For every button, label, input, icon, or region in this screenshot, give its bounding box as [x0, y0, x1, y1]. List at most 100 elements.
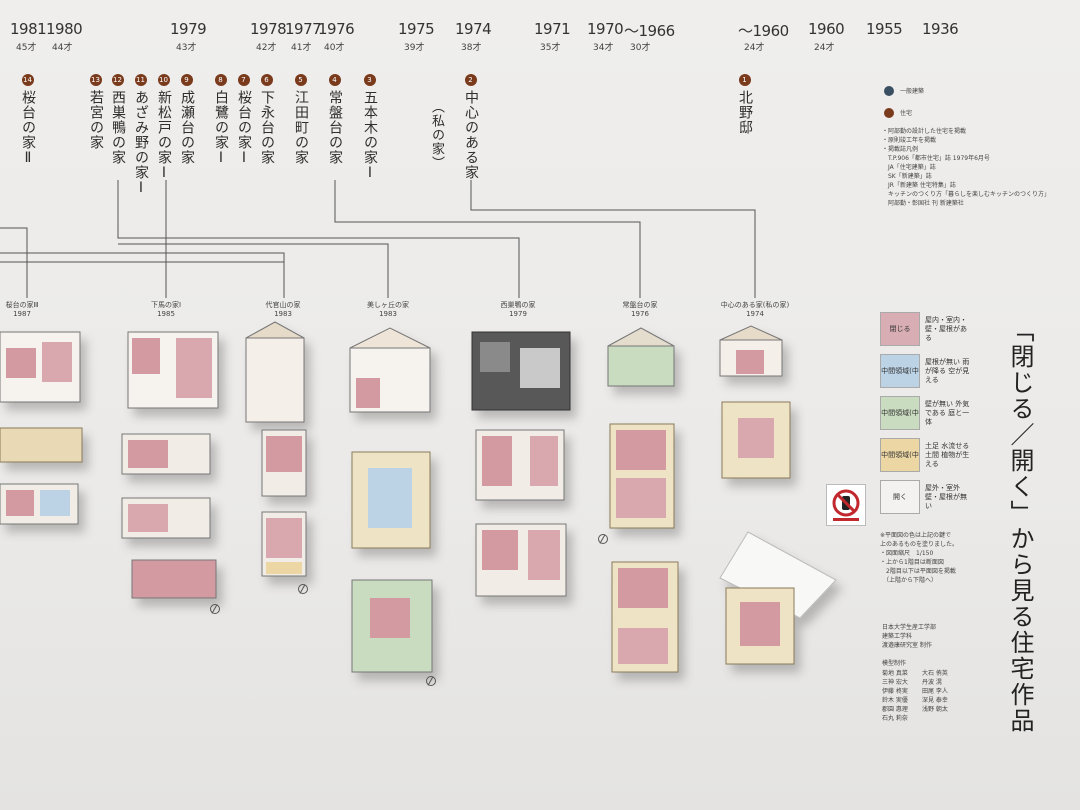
work-title: 下永台の家 — [259, 90, 275, 165]
work-entry: 8 白鷺の家Ⅰ — [213, 74, 229, 167]
work-number-badge: 4 — [328, 74, 341, 86]
house-label-name: 代官山の家 — [265, 301, 301, 309]
member-name: 郡園 惠理 — [882, 706, 908, 713]
work-title: 西巣鴨の家 — [110, 90, 126, 165]
timeline-year: 1980 — [46, 20, 83, 38]
credit-line: 渡邉康研究室 制作 — [882, 642, 932, 649]
credit-line: 日本大学生産工学部 — [882, 624, 937, 631]
house-models — [0, 321, 837, 673]
house-label-year: 1976 — [631, 310, 649, 318]
work-number-badge: 12 — [111, 74, 124, 86]
timeline-year: 1977 — [285, 20, 322, 38]
work-number-badge: 10 — [157, 74, 170, 86]
north-arrow-icon — [298, 584, 308, 594]
work-title: 新松戸の家Ⅰ — [156, 90, 172, 182]
legend-text: 土足 水流せる土間 植物が生える — [925, 442, 970, 468]
work-entry: 2 中心のある家 — [463, 74, 479, 180]
timeline-age: 42才 — [256, 43, 277, 53]
legend-top-label: 一般建築 — [900, 88, 925, 95]
member-name: 浅野 朝太 — [922, 706, 948, 713]
credits-sub: 模型制作 — [882, 660, 907, 667]
timeline-age: 38才 — [461, 43, 482, 53]
work-title: あざみ野の家Ⅰ — [133, 90, 149, 197]
work-title: 五本木の家Ⅰ — [362, 90, 378, 182]
timeline-age: 34才 — [593, 43, 614, 53]
timeline-year: 1971 — [534, 20, 571, 38]
work-entry: 3 五本木の家Ⅰ — [362, 74, 378, 182]
work-title: 桜台の家Ⅰ — [236, 90, 252, 167]
member-name: 石丸 莉奈 — [882, 715, 908, 722]
note-line: ・阿部勤の設計した住宅を掲載 — [882, 128, 967, 135]
legend-text: 屋根が無い 雨が降る 空が見える — [925, 358, 970, 384]
work-entry: 12 西巣鴨の家 — [110, 74, 126, 165]
note-line: JR「新建築 住宅特集」誌 — [882, 182, 956, 189]
timeline-year: 1974 — [455, 20, 492, 38]
timeline-age: 24才 — [814, 43, 835, 53]
work-title: 常盤台の家 — [327, 90, 343, 165]
timeline-year: 1970 — [587, 20, 624, 38]
work-entry: 10 新松戸の家Ⅰ — [156, 74, 172, 182]
timeline-age: 40才 — [324, 43, 345, 53]
house-label-year: 1983 — [379, 310, 397, 318]
timeline-year: 1979 — [170, 20, 207, 38]
timeline-year: 1960 — [808, 20, 845, 38]
timeline-year: 1975 — [398, 20, 435, 38]
house-label-name: 常盤台の家 — [622, 301, 658, 309]
legend-text: 屋内・室内・壁・屋根がある — [925, 316, 967, 342]
house-label-year: 1979 — [509, 310, 527, 318]
timeline-age: 45才 — [16, 43, 37, 53]
credit-line: 建築工学科 — [882, 633, 913, 640]
work-number-badge: 3 — [363, 74, 376, 86]
timeline-age: 35才 — [540, 43, 561, 53]
member-name: 田尾 李人 — [922, 688, 948, 695]
work-number-badge: 8 — [214, 74, 227, 86]
note-line: 上のあるものを塗りました。 — [880, 541, 959, 548]
member-name: 深見 泰幸 — [922, 697, 948, 704]
legend-text: 壁が無い 外気である 庭と一体 — [925, 400, 970, 426]
legend-dot-icon — [884, 86, 894, 96]
timeline-year: 1936 — [922, 20, 959, 38]
legend-dot-icon — [884, 108, 894, 118]
work-title: 江田町の家 — [293, 90, 309, 165]
work-number-badge: 2 — [464, 74, 477, 86]
work-title: 白鷺の家Ⅰ — [213, 90, 229, 167]
work-number-badge: 6 — [260, 74, 273, 86]
timeline-year: 1976 — [318, 20, 355, 38]
timeline-age: 41才 — [291, 43, 312, 53]
note-line: ・上から1階目は断面図 — [880, 559, 944, 566]
note-line: 2階目以下は平面図を掲載 — [880, 568, 956, 575]
timeline-age: 30才 — [630, 43, 651, 53]
work-entry: 4 常盤台の家 — [327, 74, 343, 165]
house-label-name: 西巣鴨の家 — [500, 301, 536, 309]
note-line: 阿部勤・彰国社 刊 新建築社 — [882, 200, 964, 207]
no-touch-icon — [832, 489, 860, 521]
house-label-name: 美しヶ丘の家 — [367, 301, 409, 309]
no-touch-sign — [826, 484, 866, 526]
legend-key: 中間領域(中3) — [880, 438, 920, 491]
north-arrow-icon — [426, 676, 436, 686]
work-number-badge: 7 — [237, 74, 250, 86]
work-number-badge: 13 — [89, 74, 102, 86]
work-number-badge: 1 — [738, 74, 751, 86]
member-name: 丹波 滉 — [922, 679, 942, 686]
house-label-year: 1974 — [746, 310, 764, 318]
work-paren-note: （私の家） — [429, 100, 444, 170]
work-title: 中心のある家 — [463, 90, 479, 180]
timeline-year: 1978 — [250, 20, 287, 38]
note-line: ・原則竣工年を掲載 — [882, 137, 937, 144]
timeline-age: 24才 — [744, 43, 765, 53]
work-number-badge: 5 — [294, 74, 307, 86]
member-name: 伊藤 柊実 — [882, 688, 908, 695]
note-line: ・図面縮尺 1/150 — [880, 550, 934, 557]
member-name: 鈴木 実優 — [882, 697, 908, 704]
timeline-age: 43才 — [176, 43, 197, 53]
timeline-year: 〜1960 — [738, 22, 789, 40]
